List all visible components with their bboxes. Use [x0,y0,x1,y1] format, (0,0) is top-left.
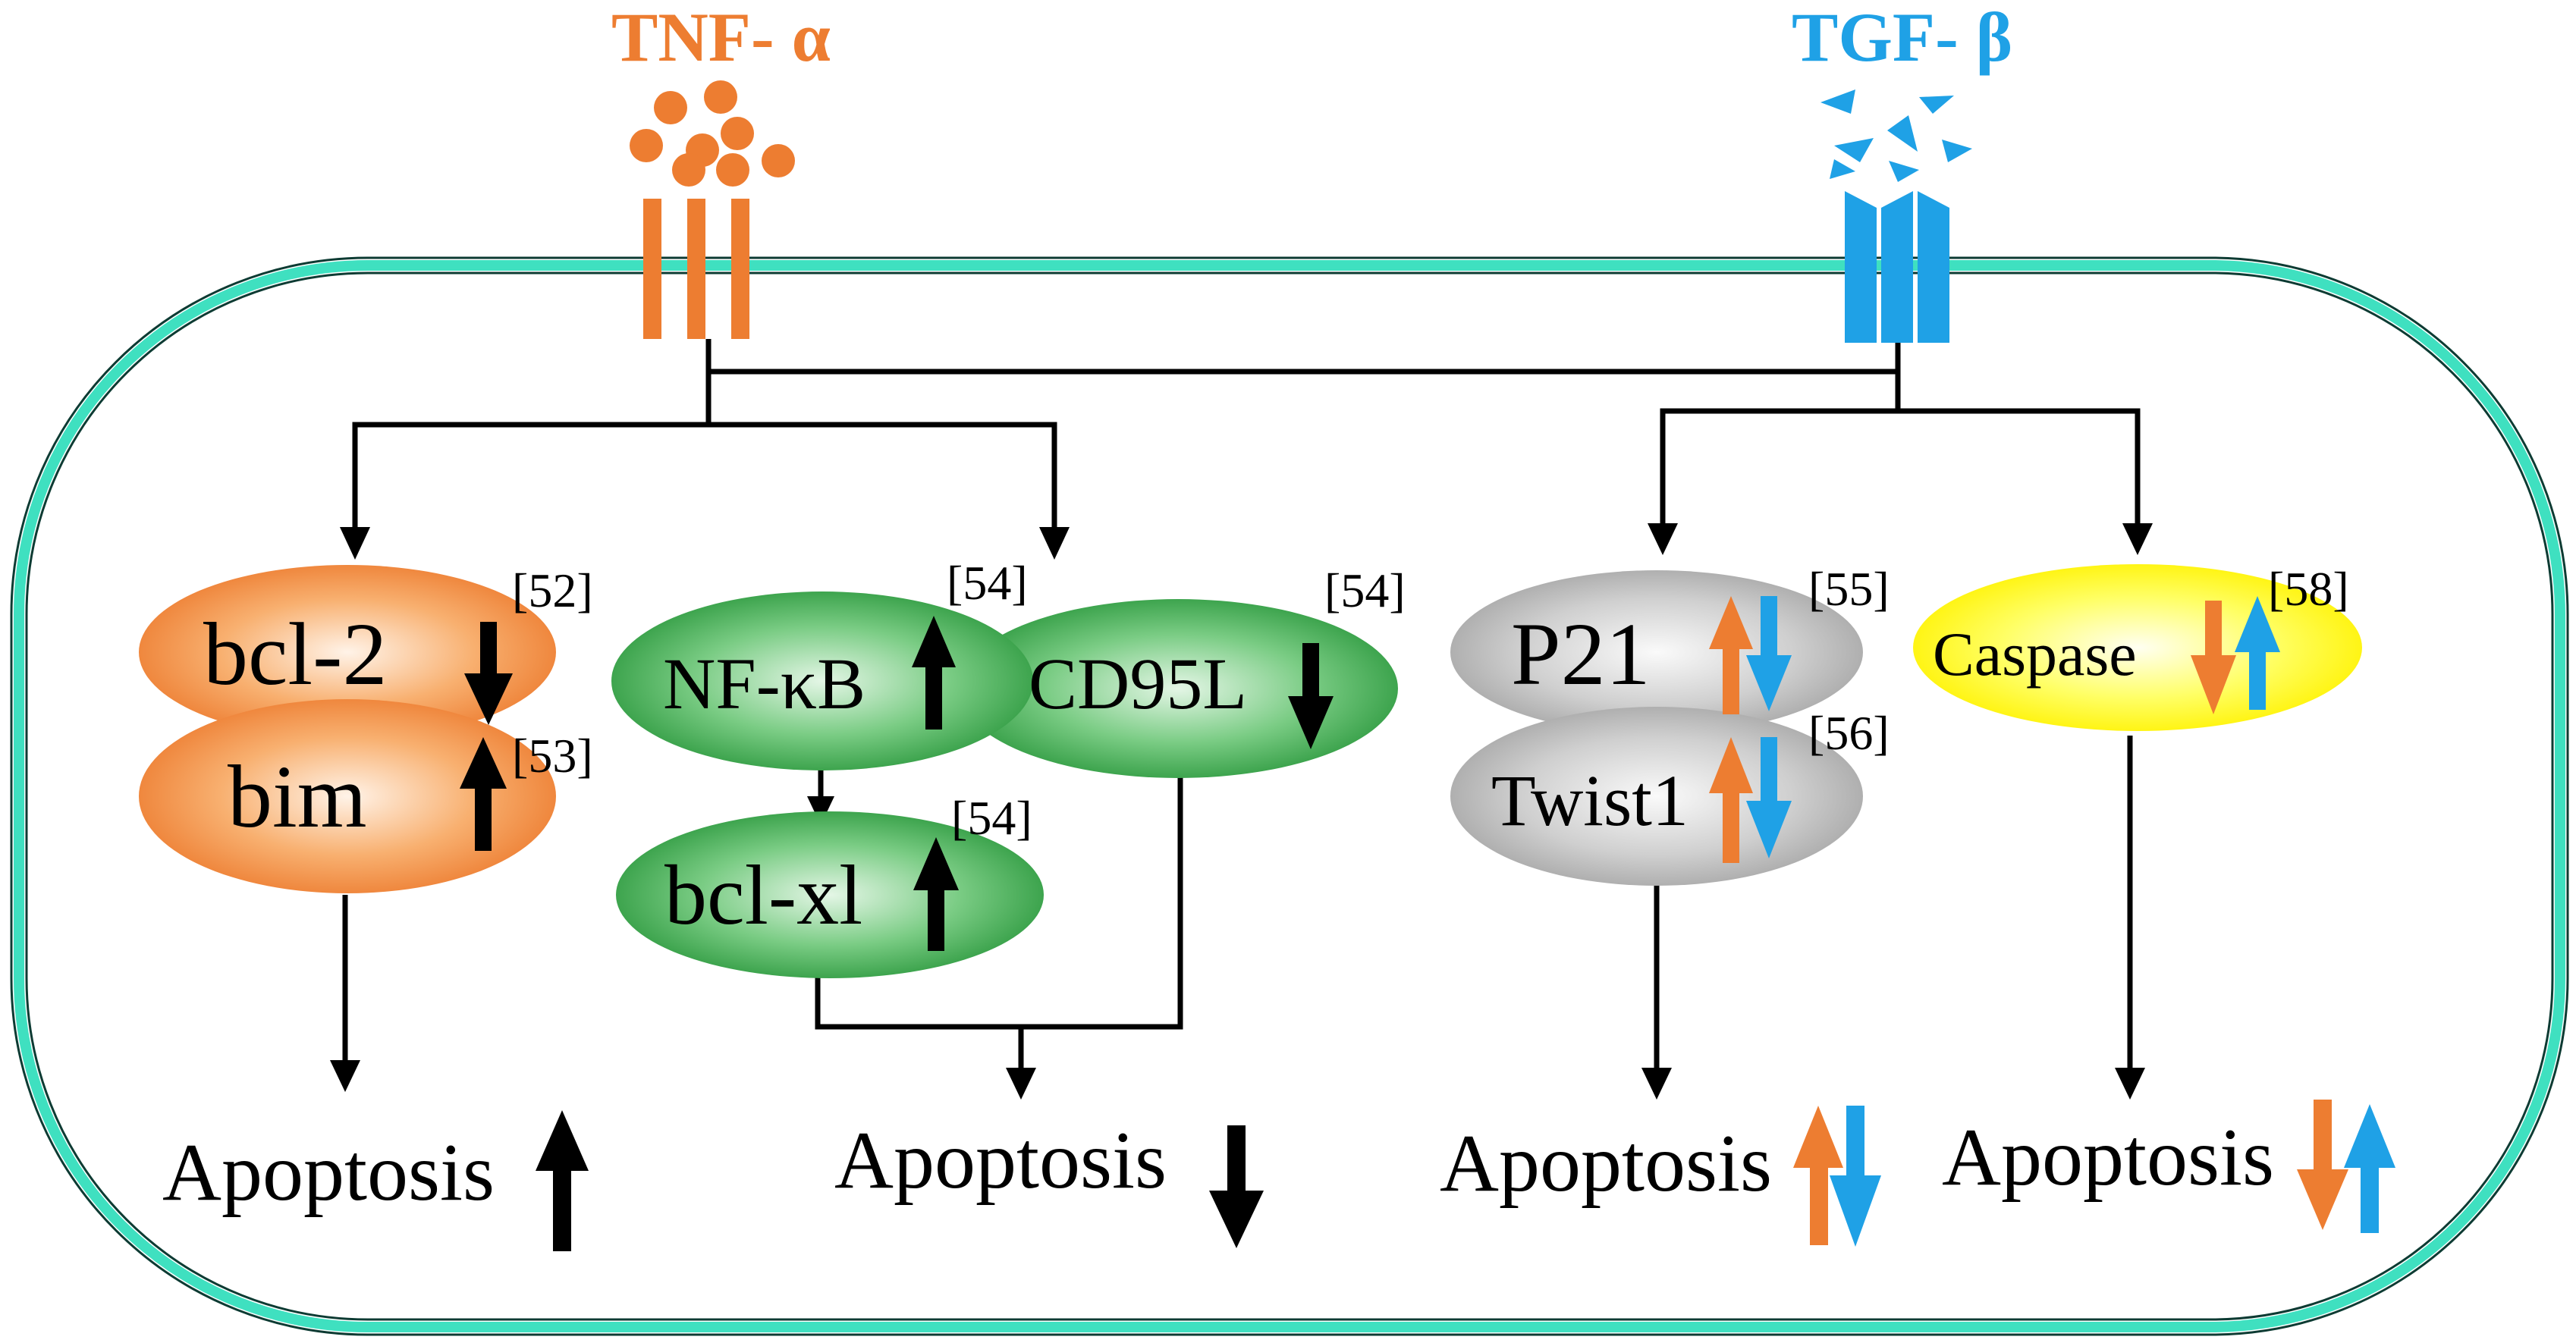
cell-membrane-outline-inner [25,271,2554,1321]
apoptosis-outcome-3-orange-up-arrow [1793,1106,1843,1245]
caspase-ref: [58] [2268,562,2349,616]
caspase-orange-down-arrow [2191,601,2236,714]
apoptosis-outcome-1: Apoptosis [162,1128,495,1218]
apoptosis-outcome-1-up-arrow [536,1110,589,1251]
caspase-blue-up-arrow [2235,596,2280,710]
apoptosis-outcome-4: Apoptosis [1942,1112,2274,1203]
twist1-node [1450,707,1863,886]
bcl2-node [139,565,556,739]
apoptosis-outcome-3: Apoptosis [1440,1119,1772,1209]
cd95l-down-arrow [1288,643,1334,749]
bim-node [139,699,556,893]
p21-blue-down-arrow [1746,596,1792,711]
pathway-arrowheads [330,523,2153,1100]
bim-label: bim [228,747,367,846]
nfkb-ref: [54] [947,556,1028,610]
tgf-beta-label: TGF- β [1792,0,2012,76]
bim-ref: [53] [512,729,593,783]
tgf-beta-molecules [1820,89,1972,182]
twist1-label: Twist1 [1491,760,1689,841]
bcl2-ref: [52] [512,563,593,617]
tnf-alpha-molecules [630,80,795,187]
apoptosis-outcome-4-orange-down-arrow [2297,1100,2348,1230]
apoptosis-outcome-2: Apoptosis [834,1116,1167,1206]
cell-membrane-outline-outer [10,256,2569,1336]
apoptosis-outcome-3-blue-down-arrow [1830,1106,1881,1247]
p21-orange-up-arrow [1709,596,1753,714]
tgf-receptor [1845,191,1949,343]
tnf-receptor [643,199,749,339]
twist1-orange-up-arrow [1709,737,1753,863]
p21-ref: [55] [1808,562,1890,616]
bclxl-up-arrow [913,837,959,951]
p21-node [1450,570,1863,734]
twist1-ref: [56] [1808,706,1890,760]
apoptosis-outcome-2-down-arrow [1209,1125,1264,1248]
cell-membrane [14,260,2565,1332]
bclxl-ref: [54] [951,791,1032,845]
cd95l-node [958,599,1398,778]
twist1-blue-down-arrow [1746,737,1792,858]
bclxl-label: bcl-xl [664,849,862,943]
nfkb-label: NF-κB [663,643,865,724]
tnf-alpha-label: TNF- α [611,0,831,76]
caspase-label: Caspase [1933,620,2137,689]
cd95l-ref: [54] [1324,563,1406,617]
pathway-connectors [342,339,2141,1069]
cd95l-label: CD95L [1029,643,1247,724]
apoptosis-outcome-4-blue-up-arrow [2344,1104,2395,1233]
bcl2-down-arrow [464,622,513,725]
p21-label: P21 [1511,604,1651,704]
bcl2-label: bcl-2 [203,604,387,704]
nfkb-up-arrow [912,616,956,730]
bim-up-arrow [460,737,507,851]
